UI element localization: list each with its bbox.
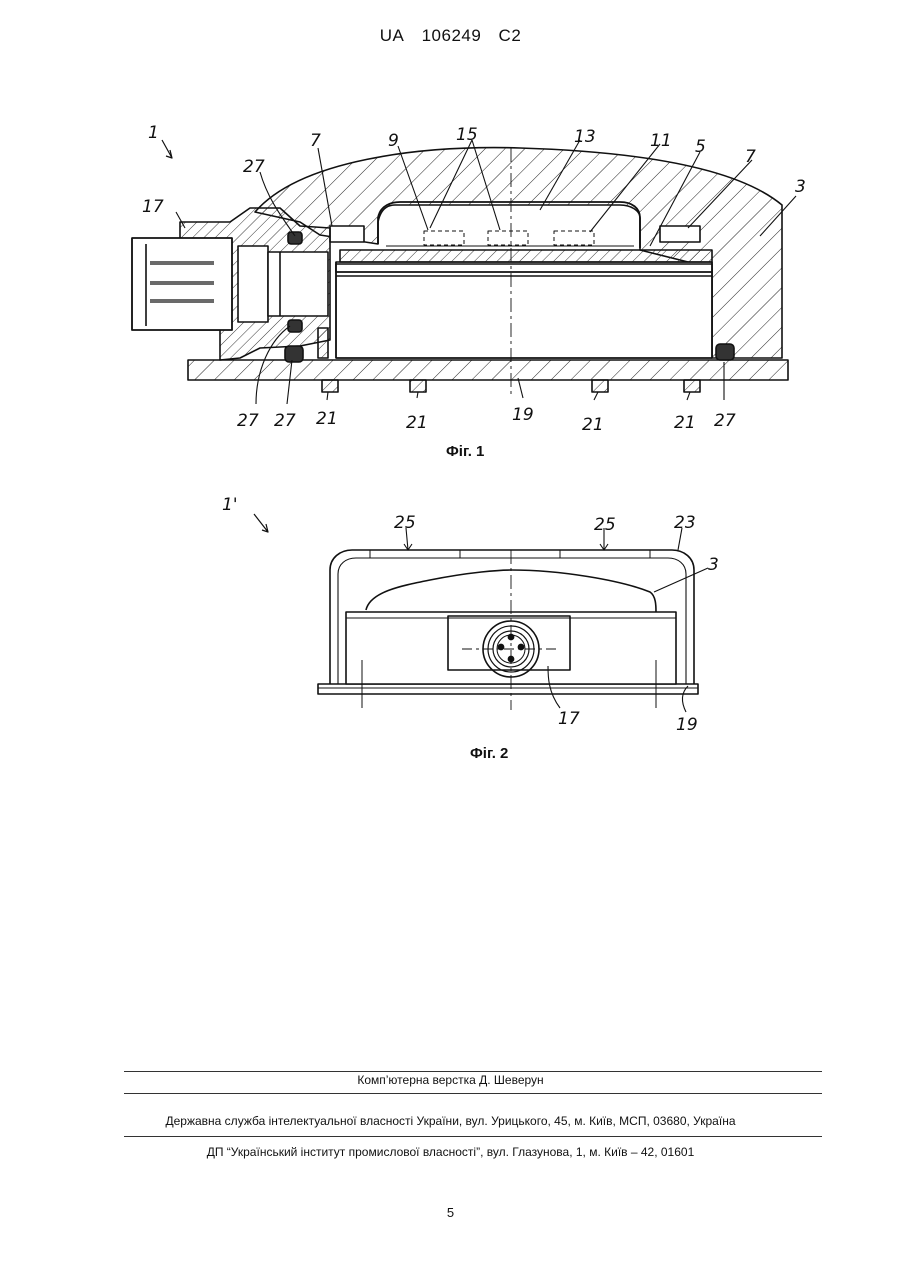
figure-1-caption: Фіг. 1	[446, 443, 484, 460]
label-13: 13	[574, 127, 596, 147]
label-21-c: 21	[582, 415, 604, 435]
footer-rule-2	[124, 1093, 822, 1094]
label-27-top: 27	[243, 157, 265, 177]
label-23: 23	[674, 513, 696, 533]
label-17: 17	[142, 197, 164, 217]
figure-1-ref-label: 1	[148, 123, 159, 143]
label-21-a: 21	[316, 409, 338, 429]
figure-2-caption: Фіг. 2	[470, 745, 508, 762]
label-21-b: 21	[406, 413, 428, 433]
label-25-right: 25	[594, 515, 616, 535]
institute-line: ДП “Український інститут промислової вла…	[0, 1145, 901, 1159]
figure-2-drawing: 1' 25 25 23 3 17 19	[0, 480, 901, 740]
label-27-bottom-c: 27	[714, 411, 736, 431]
label-5: 5	[695, 137, 706, 157]
label-27-bottom-a: 27	[237, 411, 259, 431]
footer-rule-1	[124, 1071, 822, 1072]
publisher-line: Державна служба інтелектуальної власност…	[0, 1114, 901, 1128]
label-9: 9	[388, 131, 399, 151]
label-3: 3	[795, 177, 806, 197]
label-17: 17	[558, 709, 580, 729]
label-3: 3	[708, 555, 719, 575]
page-number: 5	[0, 1205, 901, 1220]
label-15: 15	[456, 125, 478, 145]
label-7-right: 7	[745, 147, 756, 167]
figure-2-ref-label: 1'	[222, 495, 238, 515]
figure-1-drawing: 1 27 17 7 9 15 13 11 5 7 3 27 27 21 21 1…	[0, 0, 901, 460]
label-11: 11	[650, 131, 672, 151]
label-19: 19	[676, 715, 698, 735]
label-21-d: 21	[674, 413, 696, 433]
label-27-bottom-b: 27	[274, 411, 296, 431]
label-7-left: 7	[310, 131, 321, 151]
label-25-left: 25	[394, 513, 416, 533]
layout-credit: Комп’ютерна верстка Д. Шеверун	[0, 1073, 901, 1087]
label-19: 19	[512, 405, 534, 425]
footer-rule-3	[124, 1136, 822, 1137]
